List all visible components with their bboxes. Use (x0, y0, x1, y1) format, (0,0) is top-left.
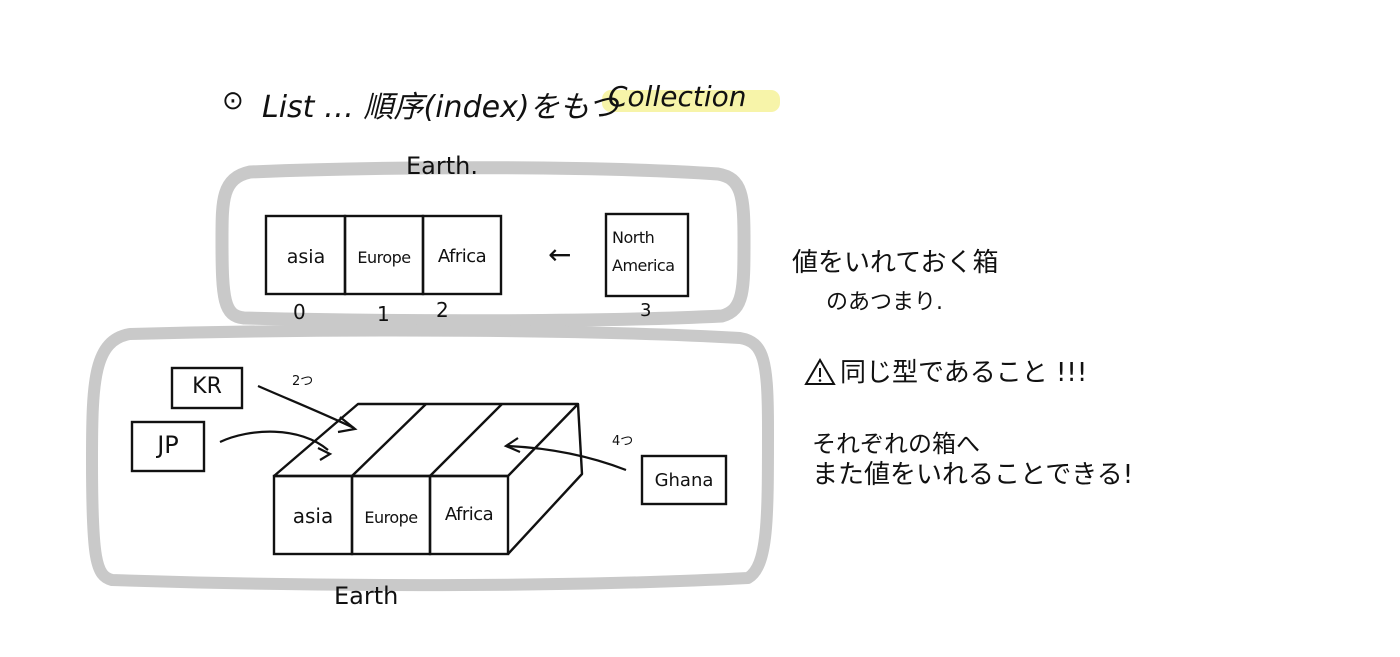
warning-text: 同じ型であること !!! (840, 358, 1088, 388)
arrow-jp-to-asia (219, 430, 329, 451)
note1-line2: のあつまり. (826, 290, 943, 315)
cube-top-face (272, 402, 580, 478)
list-box-0-label: asia (286, 246, 326, 268)
list-index-3: 3 (640, 300, 652, 321)
arrow-kr-head (337, 416, 358, 434)
annotation-4tsu: 4つ (612, 434, 634, 449)
cube-top-divider-2 (429, 403, 503, 477)
left-arrow-glyph: ← (548, 238, 572, 271)
note2-line2: また値をいれることできる! (812, 460, 1134, 490)
cube-label-africa: Africa (444, 504, 494, 525)
cube-label-asia: asia (292, 504, 334, 528)
list-box-incoming-label: North America (612, 228, 675, 275)
item-box-ghana (640, 454, 728, 506)
cube-side-face (507, 403, 584, 555)
list-index-0: 0 (293, 300, 306, 324)
arrow-ghana-to-africa (507, 444, 627, 472)
item-box-jp (130, 420, 206, 473)
arrow-kr-to-asia (257, 384, 355, 429)
arrow-jp-head (317, 447, 333, 461)
collection-highlight (602, 90, 780, 112)
list-box-2 (421, 214, 503, 296)
item-label-kr: KR (192, 374, 222, 399)
list-index-1: 1 (377, 302, 390, 326)
note1-line1: 値をいれておく箱 (792, 248, 999, 278)
earth-container-top (215, 161, 751, 328)
earth-label-bottom: Earth (334, 582, 399, 610)
item-label-jp: JP (157, 431, 179, 459)
earth-container-bottom (86, 324, 774, 592)
earth-label-top: Earth. (406, 152, 478, 180)
list-box-incoming (604, 212, 690, 298)
title-text: List … 順序(index)をもつ (262, 90, 619, 125)
annotation-2tsu: 2つ (292, 374, 314, 389)
cube-top-divider-1 (351, 403, 427, 477)
item-label-ghana: Ghana (654, 470, 714, 491)
list-index-2: 2 (436, 298, 449, 322)
list-box-2-label: Africa (437, 246, 487, 267)
note2-line1: それぞれの箱へ (812, 430, 980, 458)
list-box-1-label: Europe (357, 248, 411, 267)
warning-icon (804, 358, 836, 385)
title-bullet: ⊙ (222, 86, 244, 116)
cube-label-europe: Europe (364, 508, 418, 527)
item-box-kr (170, 366, 244, 410)
arrow-ghana-head (503, 437, 521, 454)
title-highlight-word: Collection (608, 80, 747, 113)
